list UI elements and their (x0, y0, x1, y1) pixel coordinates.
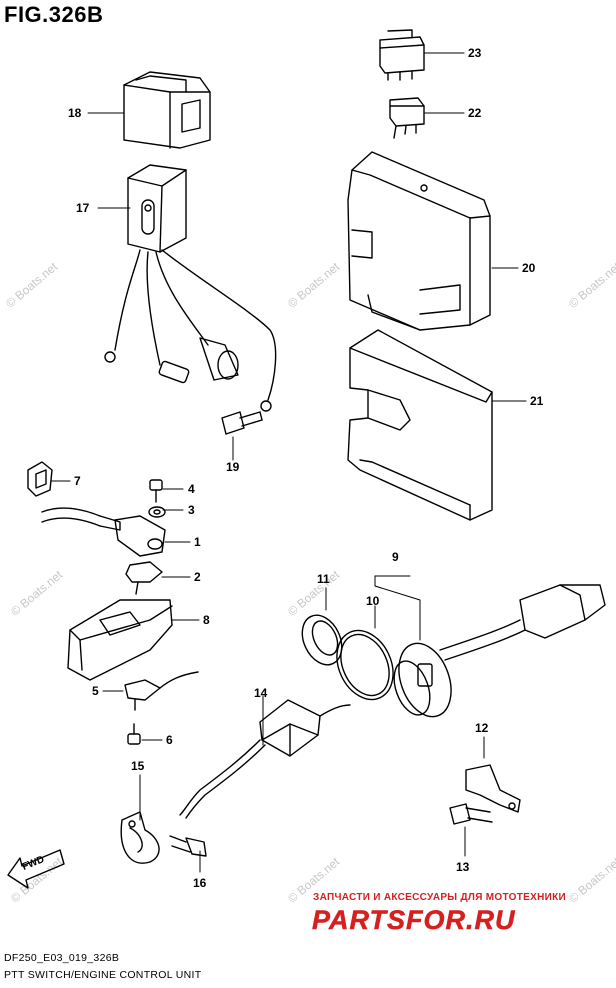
connector-14 (179, 699, 351, 819)
nut-11 (301, 614, 343, 666)
callout-16: 16 (193, 876, 207, 890)
callout-13: 13 (456, 860, 470, 874)
switch-5 (124, 671, 199, 711)
callout-12: 12 (475, 721, 489, 735)
oring-10 (336, 629, 394, 701)
callout-7: 7 (74, 474, 81, 488)
callout-8: 8 (203, 613, 210, 627)
brand-subtitle: ЗАПЧАСТИ И АКСЕССУАРЫ ДЛЯ МОТОТЕХНИКИ (313, 892, 566, 903)
housing-8 (67, 599, 173, 681)
callout-17: 17 (76, 201, 90, 215)
figure-title: FIG.326B (4, 2, 104, 27)
clip-7 (27, 461, 53, 497)
ecm-20 (347, 151, 491, 331)
callout-23: 23 (468, 46, 482, 60)
callout-18: 18 (68, 106, 82, 120)
lever-2 (125, 561, 163, 595)
callout-2: 2 (194, 570, 201, 584)
screw-4 (149, 479, 163, 503)
bolt-16 (169, 835, 207, 857)
cover-18 (123, 71, 211, 149)
leader-lines (50, 52, 527, 873)
figure-caption: PTT SWITCH/ENGINE CONTROL UNIT (4, 969, 202, 981)
callout-3: 3 (188, 503, 195, 517)
clamp-15 (120, 811, 160, 864)
callout-19: 19 (226, 460, 240, 474)
brand-logo: PARTSFOR.RU (312, 905, 516, 936)
bolt-19 (221, 411, 263, 435)
clamp-12 (465, 764, 521, 813)
relay-23 (379, 29, 425, 81)
callout-9: 9 (392, 550, 399, 564)
figure-code: DF250_E03_019_326B (4, 952, 120, 964)
screw-6 (127, 723, 141, 745)
cushion-21 (347, 329, 493, 521)
switch-1 (41, 507, 166, 557)
callout-14: 14 (254, 686, 268, 700)
callout-20: 20 (522, 261, 536, 275)
callout-21: 21 (530, 394, 544, 408)
callout-6: 6 (166, 733, 173, 747)
bolt-13 (449, 803, 493, 825)
callout-11: 11 (317, 572, 330, 586)
relay-22 (389, 97, 425, 139)
fwd-arrow-icon (7, 849, 65, 889)
callout-10: 10 (366, 594, 380, 608)
ptt-switch-9 (393, 584, 606, 718)
callout-5: 5 (92, 684, 99, 698)
callout-22: 22 (468, 106, 482, 120)
unit-17 (104, 164, 277, 412)
washer-3 (148, 506, 166, 518)
callout-15: 15 (131, 759, 145, 773)
callout-4: 4 (188, 482, 195, 496)
callout-1: 1 (194, 535, 201, 549)
